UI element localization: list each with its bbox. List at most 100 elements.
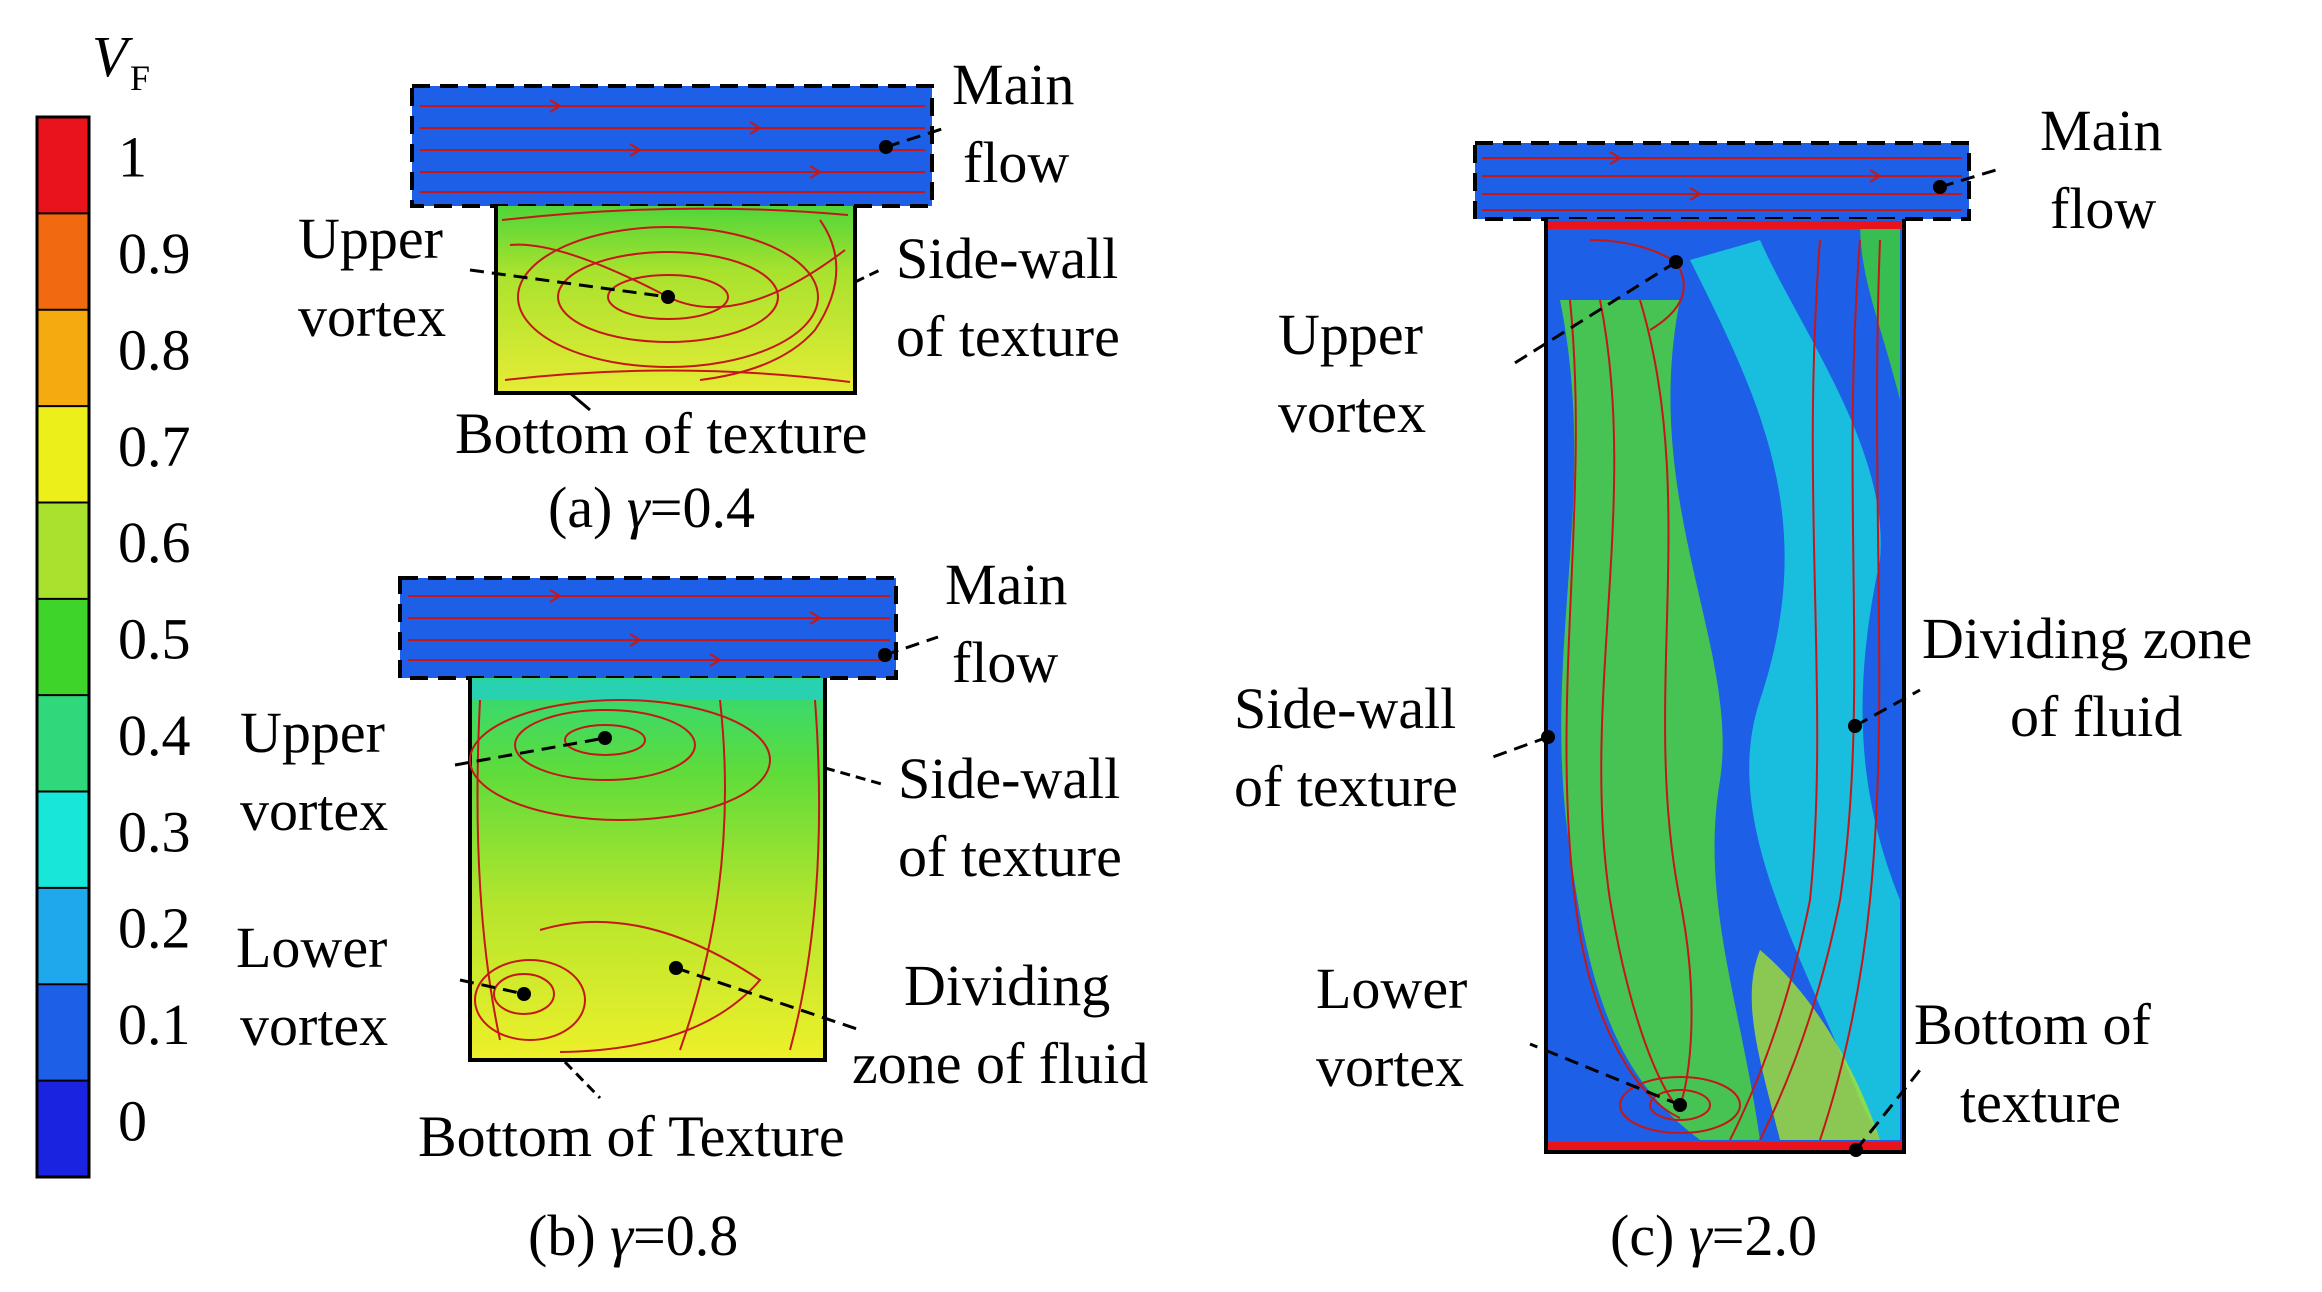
colorbar-segment: [37, 887, 89, 985]
panel-b-dividing-leader: [675, 966, 861, 1032]
panel-c-dividing-leader: [1854, 688, 1921, 728]
colorbar-tick-label: 1: [118, 125, 147, 190]
panel-b-lower-vortex-leader: [459, 978, 525, 996]
panel-c-caption: (c) γ=2.0: [1610, 1203, 1817, 1268]
colorbar-segment: [37, 213, 89, 311]
colorbar-tick-label: 0.3: [118, 799, 191, 864]
panel-c-bottom-edge: [1548, 1142, 1902, 1150]
colorbar-tick-label: 0.9: [118, 221, 191, 286]
panel-a-upper-vortex-leader: [469, 268, 669, 299]
colorbar-segment: [37, 1080, 89, 1178]
panel-c-caption-value: =2.0: [1712, 1203, 1817, 1268]
panel-b-main-flow-point: [878, 648, 892, 662]
panel-b-streamlines: [469, 699, 821, 1053]
colorbar-segment: [37, 117, 89, 214]
colorbar-tick-label: 0.2: [118, 896, 191, 961]
panel-c: Main flow Upper vortex Dividing zone of …: [1234, 98, 2252, 1268]
panel-b-top-band: [472, 680, 823, 700]
panel-a-main-flow: [410, 84, 934, 208]
panel-b-lower-vortex-label-2: vortex: [240, 993, 388, 1058]
panel-a: Main flow Upper vortex Side-wall of text…: [298, 52, 1120, 540]
panel-c-cyan-band: [1690, 240, 1900, 1140]
panel-b: Main flow Upper vortex Side-wall of text…: [236, 552, 1148, 1268]
panel-c-side-wall-leader: [1489, 735, 1549, 760]
colorbar-tick-label: 0: [118, 1088, 147, 1153]
panel-b-main-flow-label-1: Main: [945, 552, 1067, 617]
colorbar-segments: [37, 117, 89, 1178]
colorbar-subscript: F: [130, 58, 150, 98]
panel-c-lower-vortex-label-1: Lower: [1316, 956, 1467, 1021]
panel-c-side-wall-label-1: Side-wall: [1234, 676, 1456, 741]
panel-b-dividing-label-2: zone of fluid: [852, 1031, 1148, 1096]
panel-b-upper-vortex-leader: [454, 736, 606, 767]
panel-a-bottom-label: Bottom of texture: [455, 401, 867, 466]
colorbar-tick-label: 0.5: [118, 607, 191, 672]
panel-a-side-wall-label-1: Side-wall: [896, 226, 1118, 291]
panel-b-caption-symbol: γ: [610, 1203, 635, 1268]
panel-c-upper-vortex-label-1: Upper: [1278, 302, 1423, 367]
panel-a-caption-value: =0.4: [650, 475, 755, 540]
colorbar-tick-label: 0.7: [118, 414, 191, 479]
panel-c-main-flow-streamlines: [1482, 151, 1962, 211]
panel-b-side-wall-label-1: Side-wall: [898, 746, 1120, 811]
panel-c-caption-prefix: (c): [1610, 1203, 1689, 1268]
panel-b-main-flow-label-2: flow: [952, 630, 1058, 695]
panel-a-bottom-leader: [569, 391, 591, 412]
panel-c-bottom-label-1: Bottom of: [1914, 992, 2152, 1057]
panel-c-upper-vortex-leader: [1509, 260, 1677, 368]
panel-a-caption: (a) γ=0.4: [548, 475, 755, 540]
panel-b-caption-value: =0.8: [633, 1203, 738, 1268]
colorbar-frame: [35, 115, 91, 1179]
panel-b-lower-vortex-point: [517, 987, 531, 1001]
panel-b-side-wall-leader: [824, 766, 886, 787]
panel-c-upper-vortex-label-2: vortex: [1278, 380, 1426, 445]
panel-b-texture: [468, 678, 827, 1062]
panel-a-upper-vortex-label-1: Upper: [298, 206, 443, 271]
colorbar-segment: [37, 406, 89, 503]
panel-c-lower-green: [1751, 950, 1880, 1140]
panel-c-lower-vortex-leader: [1529, 1042, 1681, 1107]
panel-b-upper-vortex-label-1: Upper: [240, 700, 385, 765]
panel-b-upper-vortex-label-2: vortex: [240, 778, 388, 843]
panel-c-side-wall-point: [1541, 730, 1555, 744]
panel-a-upper-vortex-point: [661, 290, 675, 304]
colorbar-tick-label: 0.8: [118, 317, 191, 382]
panel-c-green-band: [1560, 300, 1760, 1140]
colorbar-segment: [37, 791, 89, 889]
panel-c-streamlines: [1565, 239, 1881, 1141]
colorbar-tick-label: 0.4: [118, 703, 191, 768]
colorbar-segment: [37, 984, 89, 1082]
panel-b-dividing-label-1: Dividing: [904, 953, 1110, 1018]
colorbar-segment: [37, 309, 89, 407]
panel-a-main-flow-label-1: Main: [952, 52, 1074, 117]
colorbar-segment: [37, 598, 89, 696]
panel-a-main-flow-point: [879, 140, 893, 154]
panel-c-main-flow-point: [1933, 180, 1947, 194]
panel-c-side-wall-label-2: of texture: [1234, 754, 1458, 819]
panel-c-bottom-leader: [1854, 1069, 1922, 1151]
panel-c-lower-vortex-point: [1673, 1098, 1687, 1112]
panel-b-main-flow-streamlines: [408, 589, 890, 667]
colorbar-tick-label: 0.1: [118, 992, 191, 1057]
panel-b-dividing-point: [669, 961, 683, 975]
panel-a-upper-vortex-label-2: vortex: [298, 284, 446, 349]
panel-b-bottom-leader: [563, 1060, 602, 1100]
colorbar-segment: [37, 502, 89, 600]
panel-a-side-wall-label-2: of texture: [896, 304, 1120, 369]
panel-b-main-flow: [398, 576, 898, 680]
panel-b-side-wall-label-2: of texture: [898, 824, 1122, 889]
colorbar: V F 10.90.80.70.60.50.40.30.20.10: [35, 24, 191, 1179]
colorbar-ticks: 1 0.9 0.8 0.7 0.6 0.5 0.4 0.3 0.2 0.1 0: [118, 125, 191, 1154]
colorbar-tick-label: 0.6: [118, 510, 191, 575]
panel-c-bottom-label-2: texture: [1960, 1070, 2121, 1135]
panel-b-upper-vortex-point: [598, 731, 612, 745]
panel-b-caption: (b) γ=0.8: [528, 1203, 738, 1268]
panel-c-dividing-label-1: Dividing zone: [1922, 606, 2252, 671]
panel-b-caption-prefix: (b): [528, 1203, 610, 1268]
panel-a-caption-symbol: γ: [627, 475, 652, 540]
panel-c-main-flow-label-2: flow: [2050, 176, 2156, 241]
panel-c-dividing-label-2: of fluid: [2010, 684, 2182, 749]
panel-a-main-flow-label-2: flow: [963, 130, 1069, 195]
panel-c-bottom-point: [1849, 1143, 1863, 1157]
